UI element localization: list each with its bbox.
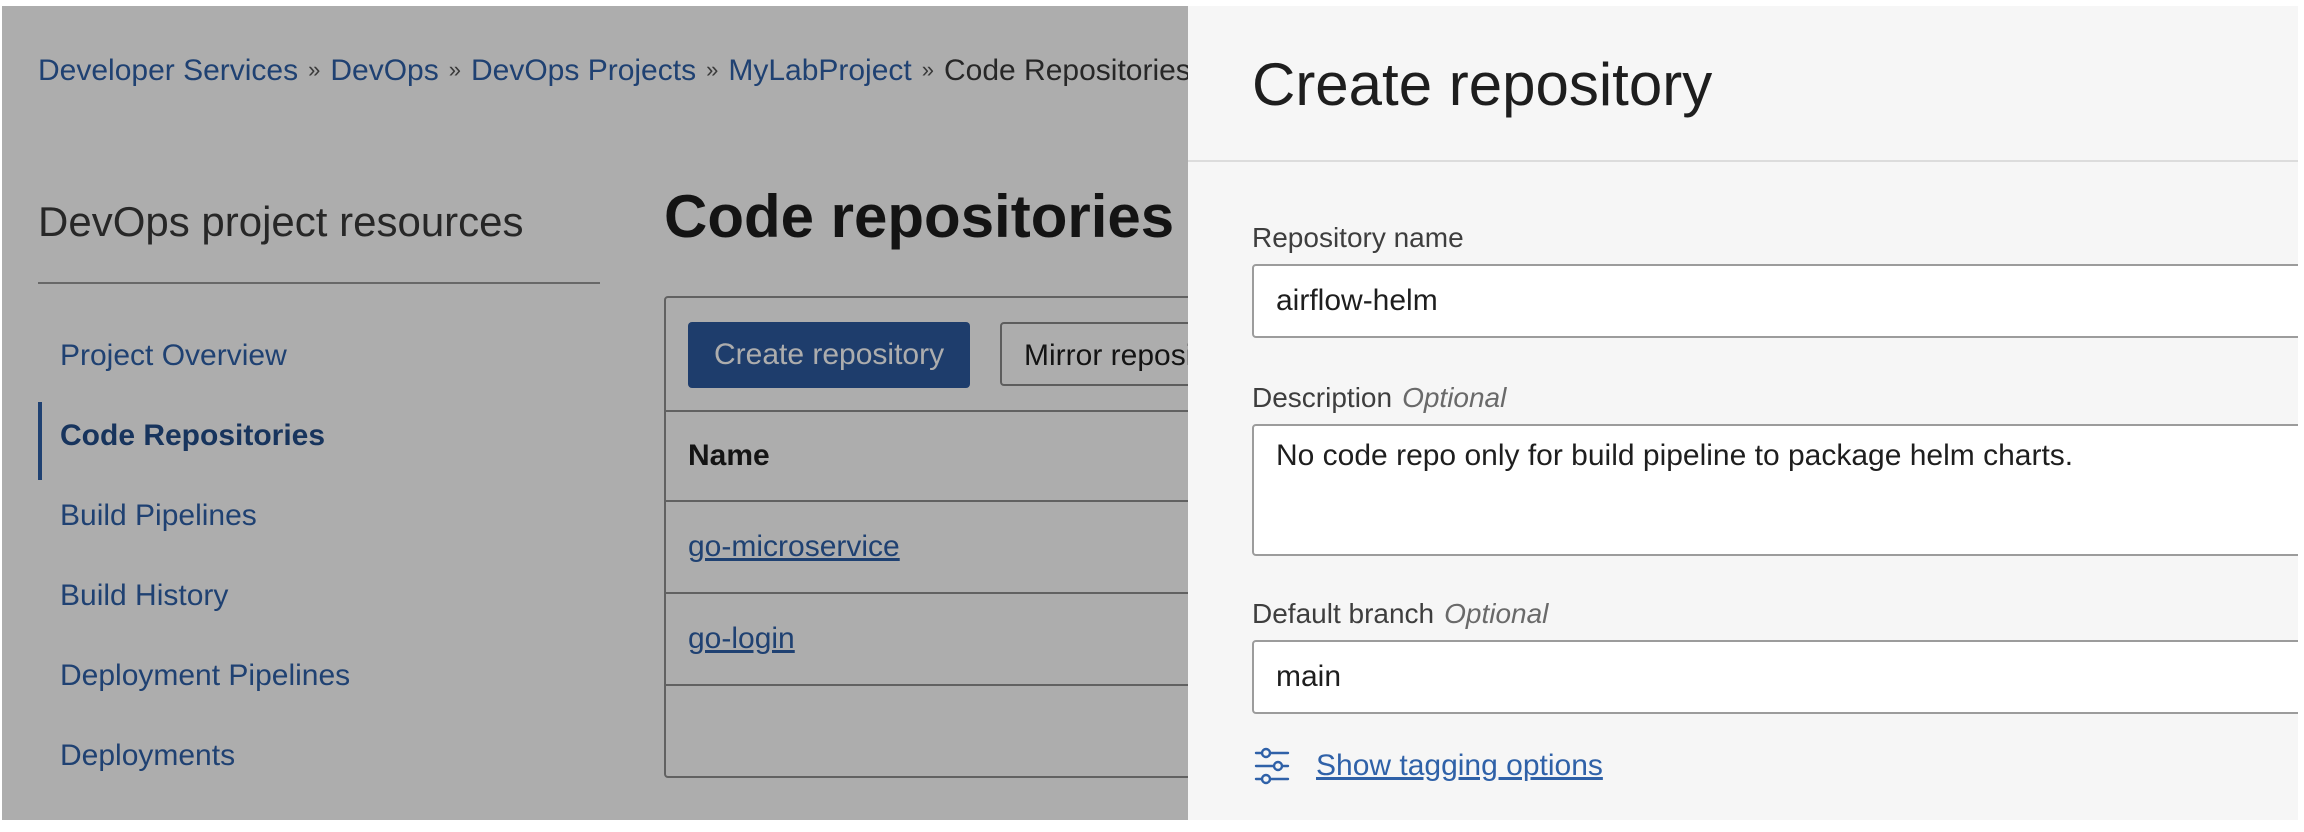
breadcrumb-devops[interactable]: DevOps: [330, 54, 439, 87]
default-branch-label-group: Default branch Optional: [1252, 598, 1548, 630]
mirror-repository-button[interactable]: Mirror repository: [1000, 322, 1267, 386]
repository-name-label: Repository name: [1252, 222, 1464, 253]
sidebar-item-deployment-pipelines[interactable]: Deployment Pipelines: [60, 659, 351, 692]
sidebar-item-build-pipelines[interactable]: Build Pipelines: [60, 499, 257, 532]
sidebar-item-project-overview[interactable]: Project Overview: [60, 339, 287, 372]
breadcrumb-separator: »: [706, 57, 719, 82]
sidebar-divider: [38, 282, 600, 284]
default-branch-optional-hint: Optional: [1444, 598, 1549, 629]
breadcrumb-current: Code Repositories: [944, 54, 1191, 87]
sidebar-item-deployments[interactable]: Deployments: [60, 739, 236, 772]
breadcrumb-mylabproject[interactable]: MyLabProject: [728, 54, 912, 87]
page-title: Code repositories: [664, 183, 1175, 250]
breadcrumb-devops-projects[interactable]: DevOps Projects: [471, 54, 697, 87]
sliders-icon: [1254, 747, 1290, 785]
sidebar-title: DevOps project resources: [38, 198, 524, 245]
repository-name-input[interactable]: airflow-helm: [1252, 264, 2298, 338]
create-repository-drawer: Create repository Repository name airflo…: [1188, 6, 2298, 820]
default-branch-label: Default branch: [1252, 598, 1435, 629]
create-repository-button[interactable]: Create repository: [688, 322, 971, 388]
drawer-header: Create repository: [1188, 6, 2298, 162]
description-textarea[interactable]: No code repo only for build pipeline to …: [1252, 424, 2298, 556]
breadcrumb-separator: »: [308, 57, 321, 82]
sidebar-item-build-history[interactable]: Build History: [60, 579, 229, 612]
show-tagging-options-link[interactable]: Show tagging options: [1316, 749, 1603, 782]
breadcrumb-developer-services[interactable]: Developer Services: [38, 54, 299, 87]
repository-link-go-login[interactable]: go-login: [688, 622, 795, 655]
sidebar-item-code-repositories[interactable]: Code Repositories: [38, 402, 598, 486]
description-label: Description: [1252, 382, 1393, 413]
default-branch-input[interactable]: main: [1252, 640, 2298, 714]
breadcrumb-separator: »: [921, 57, 934, 82]
sidebar-nav: Project Overview Code Repositories Build…: [38, 326, 598, 806]
description-optional-hint: Optional: [1402, 382, 1507, 413]
description-label-group: Description Optional: [1252, 382, 1506, 414]
breadcrumb-separator: »: [448, 57, 461, 82]
breadcrumb: Developer Services » DevOps » DevOps Pro…: [38, 54, 1191, 88]
repository-link-go-microservice[interactable]: go-microservice: [688, 530, 900, 563]
show-tagging-options[interactable]: Show tagging options: [1252, 746, 1603, 786]
drawer-title: Create repository: [1252, 51, 1713, 118]
